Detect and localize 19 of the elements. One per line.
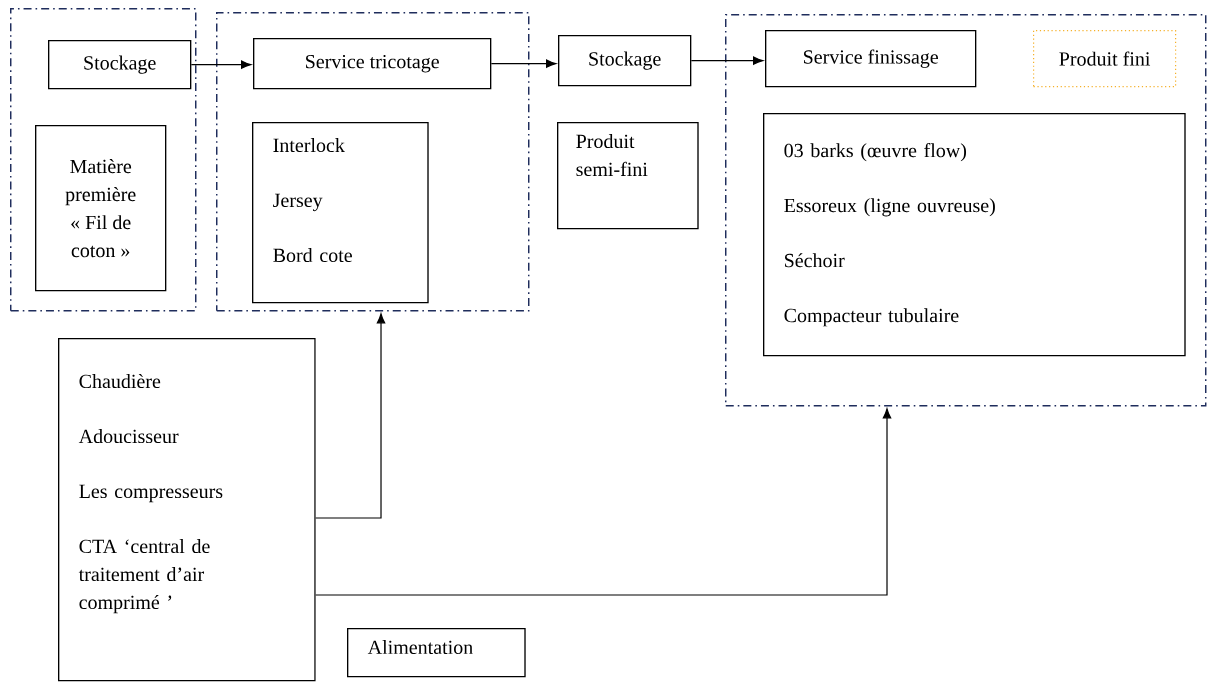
list-box: 03 barks (œuvre flow) Essoreux (ligne ouvreuse) Séchoir Compacteur tubulaire	[763, 113, 1186, 357]
process-box: Matière première « Fil de coton »	[35, 125, 167, 292]
list-box: Chaudière Adoucisseur Les compresseurs CTA ‘central de traitement d’air comprimé ’	[58, 338, 316, 682]
process-box: Stockage	[48, 40, 192, 90]
process-box: Produit fini	[1033, 30, 1177, 88]
arrow	[190, 60, 252, 69]
arrow	[315, 313, 386, 519]
process-box: Service finissage	[765, 30, 977, 88]
arrow	[490, 59, 557, 68]
process-box: Service tricotage	[253, 38, 492, 90]
process-box: Alimentation	[347, 628, 526, 678]
process-box: Produit semi-fini	[557, 122, 699, 230]
arrow	[315, 408, 892, 596]
box-group	[725, 14, 1207, 407]
arrow	[690, 56, 764, 65]
box-group	[10, 8, 197, 312]
box-group	[216, 12, 530, 312]
list-box: Interlock Jersey Bord cote	[252, 122, 429, 304]
process-box: Stockage	[558, 35, 692, 87]
